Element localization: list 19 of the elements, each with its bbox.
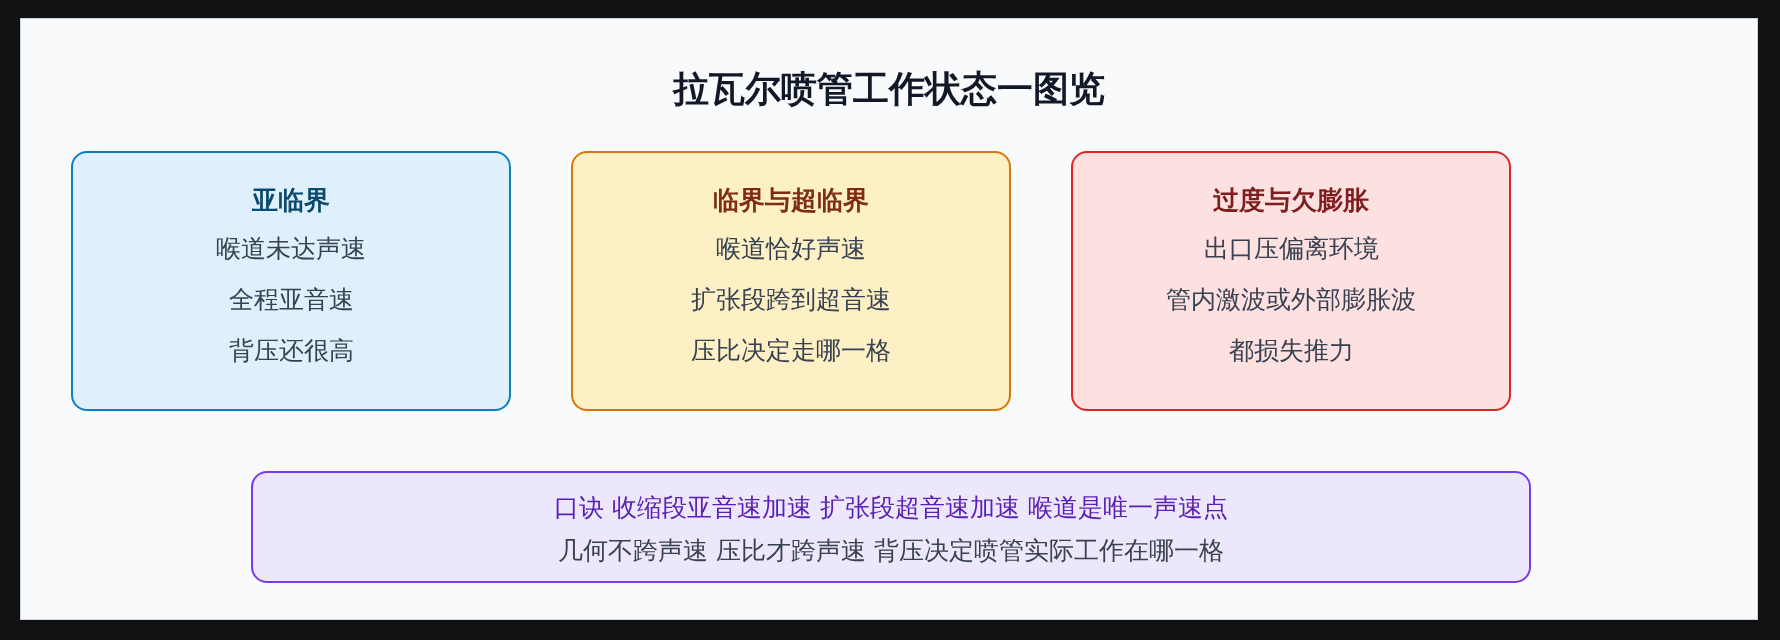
card-text: 压比决定走哪一格 bbox=[691, 335, 891, 367]
card-text: 出口压偏离环境 bbox=[1203, 233, 1379, 265]
state-card bbox=[571, 151, 1011, 411]
card-text: 喉道未达声速 bbox=[216, 233, 366, 265]
state-card bbox=[71, 151, 511, 411]
card-heading: 过度与欠膨胀 bbox=[1213, 184, 1369, 217]
card-heading: 亚临界 bbox=[252, 184, 330, 217]
card-text: 全程亚音速 bbox=[228, 284, 354, 316]
card-text: 喉道恰好声速 bbox=[716, 233, 866, 265]
card-text: 扩张段跨到超音速 bbox=[691, 284, 891, 316]
card-text: 都损失推力 bbox=[1228, 335, 1354, 367]
note-text: 口诀 收缩段亚音速加速 扩张段超音速加速 喉道是唯一声速点 bbox=[554, 492, 1228, 524]
state-card bbox=[1071, 151, 1511, 411]
title: 拉瓦尔喷管工作状态一图览 bbox=[673, 67, 1105, 111]
card-heading: 临界与超临界 bbox=[713, 184, 869, 217]
card-text: 管内激波或外部膨胀波 bbox=[1166, 284, 1416, 316]
note-box bbox=[251, 471, 1531, 583]
note-text: 几何不跨声速 压比才跨声速 背压决定喷管实际工作在哪一格 bbox=[558, 535, 1224, 567]
card-text: 背压还很高 bbox=[228, 335, 354, 367]
